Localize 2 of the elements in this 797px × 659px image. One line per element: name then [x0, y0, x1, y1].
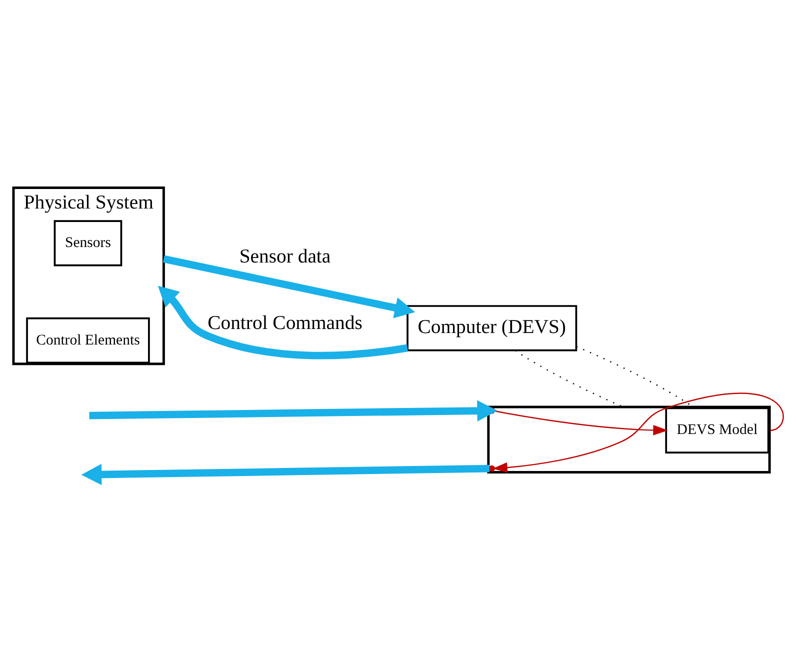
edge-label: Control Commands: [208, 312, 362, 334]
edge-label: Sensor data: [239, 245, 331, 268]
